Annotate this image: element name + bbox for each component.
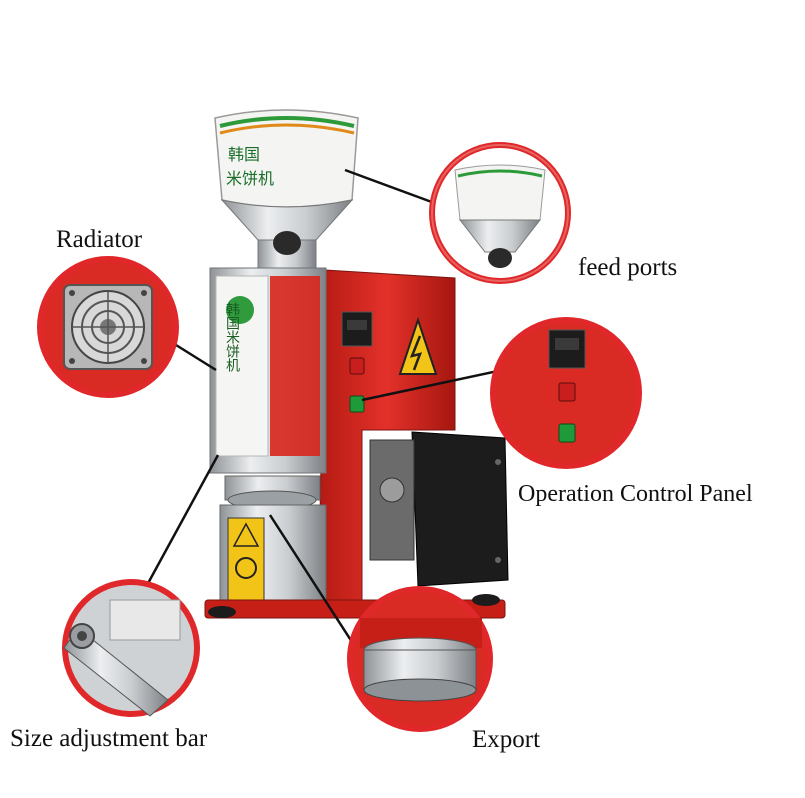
machine-body: 韩国米饼机 xyxy=(204,267,509,619)
operation-control-panel-label: Operation Control Panel xyxy=(518,481,753,507)
radiator-callout xyxy=(37,256,179,398)
column-text: 韩国米饼机 xyxy=(224,302,240,373)
size-adjustment-bar-label: Size adjustment bar xyxy=(10,725,208,752)
high-voltage-warning-icon xyxy=(398,316,438,375)
operation-panel-callout xyxy=(490,317,642,469)
export-callout xyxy=(347,586,493,732)
feed-ports-label: feed ports xyxy=(578,254,678,281)
radiator-label: Radiator xyxy=(56,226,143,253)
callout-lines xyxy=(138,168,513,643)
panel-connector xyxy=(361,366,513,402)
hopper-text-line2: 米饼机 xyxy=(226,169,274,188)
feed-ports-callout xyxy=(429,142,571,284)
size-bar-connector xyxy=(138,454,220,599)
export-label: Export xyxy=(472,726,541,753)
export-connector xyxy=(268,514,354,643)
hopper: 韩国 米饼机 xyxy=(214,109,359,271)
hopper-text-line1: 韩国 xyxy=(228,145,260,164)
fan-icon xyxy=(71,290,145,364)
size-bar-callout xyxy=(62,579,200,717)
